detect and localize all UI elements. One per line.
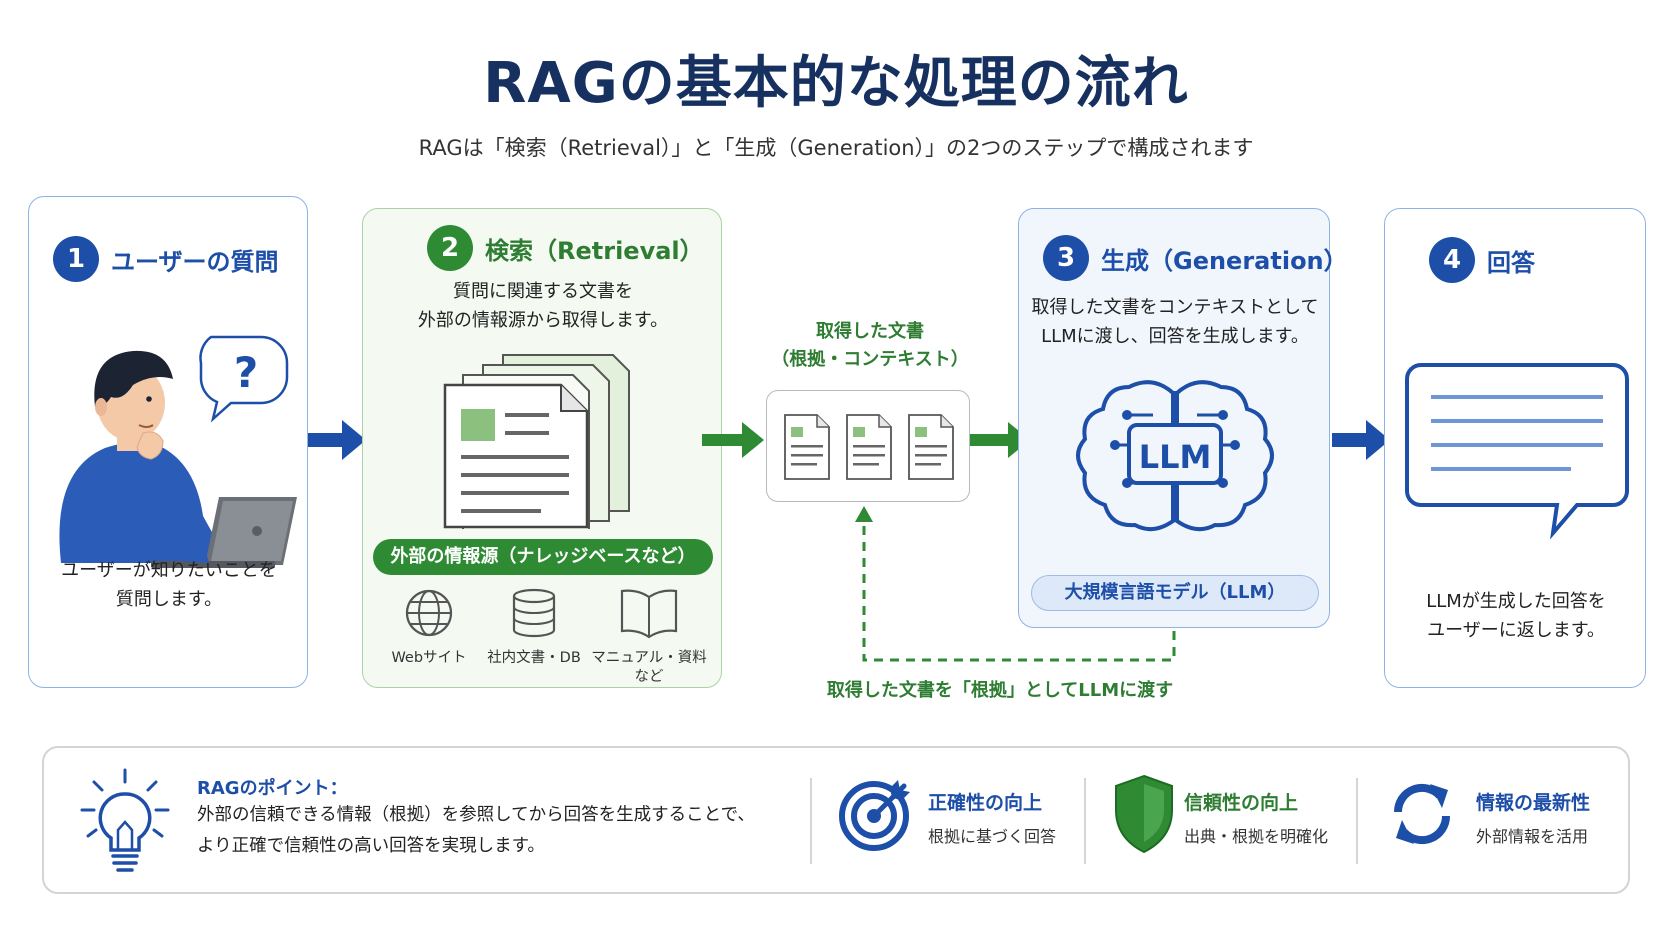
document-icon	[784, 414, 830, 480]
step-header: 3 生成（Generation）	[1043, 235, 1348, 281]
globe-icon	[405, 589, 453, 637]
source-item-db: 社内文書・DB	[484, 587, 584, 687]
shield-icon	[1115, 774, 1173, 854]
feedback-label: 取得した文書を「根拠」としてLLMに渡す	[826, 680, 1174, 701]
points-text: 外部の信頼できる情報（根拠）を参照してから回答を生成することで、 より正確で信頼…	[197, 805, 755, 856]
step-number: 4	[1429, 237, 1475, 283]
step-number: 1	[53, 236, 99, 282]
lightbulb-icon	[80, 768, 170, 872]
benefit-reliability: 信頼性の向上 出典・根拠を明確化	[1184, 792, 1329, 846]
page-title: RAGの基本的な処理の流れ	[483, 51, 1189, 116]
retrieved-docs-box	[766, 390, 970, 502]
step-title: 検索（Retrieval）	[485, 236, 704, 265]
refresh-icon	[1393, 783, 1451, 845]
flow-arrow-right-icon	[1332, 420, 1390, 460]
flow-arrow-right-icon	[308, 420, 366, 460]
step-desc: LLMが生成した回答を ユーザーに返します。	[1426, 591, 1606, 641]
flow-arrow-right-icon	[970, 422, 1030, 458]
benefit-freshness: 情報の最新性 外部情報を活用	[1476, 792, 1591, 846]
page-subtitle: RAGは「検索（Retrieval）」と「生成（Generation）」の2つの…	[418, 136, 1254, 160]
source-item-manual: マニュアル・資料 など	[589, 587, 709, 687]
step-desc: ユーザーが知りたいことを 質問します。	[61, 560, 277, 610]
step-card-answer: 4 回答 LLMが生成した回答を ユーザーに返します。	[1384, 208, 1646, 688]
answer-bubble-icon	[1405, 363, 1629, 540]
document-icon	[846, 414, 892, 480]
llm-model-label: 大規模言語モデル（LLM）	[1031, 575, 1319, 611]
user-at-laptop-icon: ?	[59, 335, 297, 568]
step-title: 回答	[1487, 248, 1535, 277]
source-label: Webサイト	[391, 650, 467, 666]
document-icon	[908, 414, 954, 480]
svg-text:?: ?	[234, 348, 258, 397]
llm-chip-label: LLM	[1139, 438, 1212, 476]
step-card-generation: 3 生成（Generation） 取得した文書をコンテキストとして LLMに渡し…	[1018, 208, 1348, 628]
step-number: 2	[427, 225, 473, 271]
source-item-web: Webサイト	[379, 587, 479, 687]
step-title: ユーザーの質問	[111, 247, 279, 276]
database-icon	[512, 588, 556, 638]
step-card-retrieval: 2 検索（Retrieval） 質問に関連する文書を 外部の情報源から取得します…	[362, 208, 722, 688]
step-header: 4 回答	[1429, 237, 1535, 283]
target-icon	[839, 780, 910, 851]
divider	[1084, 778, 1086, 864]
flow-arrow-right-icon	[702, 422, 764, 458]
divider	[1356, 778, 1358, 864]
source-label: 社内文書・DB	[487, 650, 581, 666]
rag-points-box: RAGのポイント： 外部の信頼できる情報（根拠）を参照してから回答を生成すること…	[42, 746, 1630, 894]
step-card-question: 1 ユーザーの質問 ? ユーザーが知りたいことを 質問します。	[28, 196, 308, 688]
document-stack-icon	[443, 354, 630, 529]
benefit-accuracy: 正確性の向上 根拠に基づく回答	[928, 792, 1057, 846]
knowledge-source-label: 外部の情報源（ナレッジベースなど）	[373, 539, 713, 575]
step-header: 2 検索（Retrieval）	[427, 225, 704, 271]
step-desc: 取得した文書をコンテキストとして LLMに渡し、回答を生成します。	[1031, 297, 1319, 347]
llm-brain-icon: LLM	[1076, 380, 1274, 532]
source-label-extra: など	[634, 669, 664, 685]
points-title: RAGのポイント：	[197, 778, 348, 799]
step-header: 1 ユーザーの質問	[53, 236, 279, 282]
step-desc: 質問に関連する文書を 外部の情報源から取得します。	[417, 281, 669, 331]
book-icon	[620, 589, 678, 639]
step-title: 生成（Generation）	[1101, 246, 1348, 275]
source-list: Webサイト 社内文書・DB マニュアル・資料 など	[379, 587, 709, 687]
document-icon-group	[784, 414, 954, 480]
step-number: 3	[1043, 235, 1089, 281]
source-label: マニュアル・資料	[591, 650, 707, 666]
retrieved-docs-label: 取得した文書 （根拠・コンテキスト）	[771, 321, 969, 370]
divider	[810, 778, 812, 864]
